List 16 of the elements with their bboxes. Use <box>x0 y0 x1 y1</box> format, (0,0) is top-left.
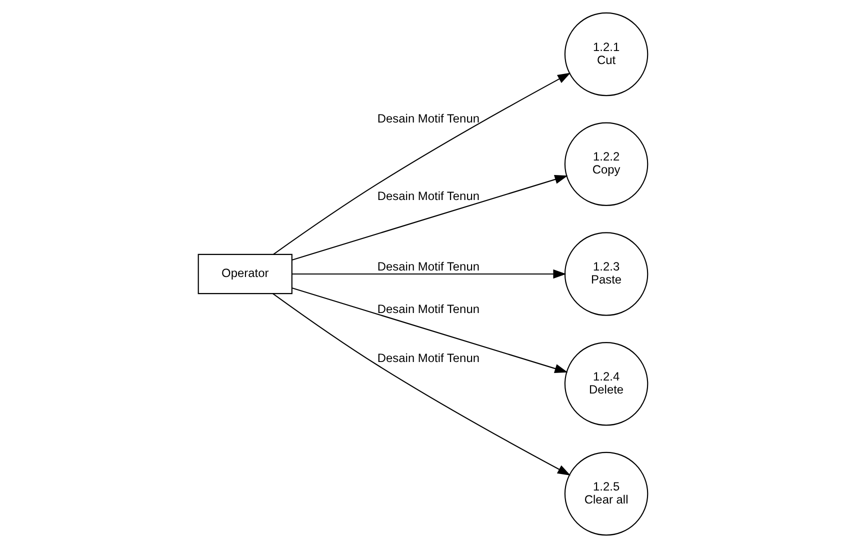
node-circle: 1.2.3 Paste <box>564 232 648 316</box>
node-box: Operator <box>198 254 292 294</box>
edge-label: Desain Motif Tenun <box>377 302 480 316</box>
node-circle: 1.2.2 Copy <box>564 122 648 206</box>
arrow <box>292 175 568 260</box>
edge-label: Desain Motif Tenun <box>377 260 480 274</box>
arrow <box>292 288 568 373</box>
node-circle: 1.2.1 Cut <box>564 12 648 96</box>
edge-label: Desain Motif Tenun <box>377 112 480 126</box>
edge-label: Desain Motif Tenun <box>377 350 480 365</box>
node-circle: 1.2.4 Delete <box>564 342 648 426</box>
arrow <box>273 72 571 255</box>
arrow <box>292 269 566 279</box>
edge-label: Desain Motif Tenun <box>377 188 480 203</box>
arrow <box>272 293 571 476</box>
node-circle: 1.2.5 Clear all <box>564 452 648 536</box>
